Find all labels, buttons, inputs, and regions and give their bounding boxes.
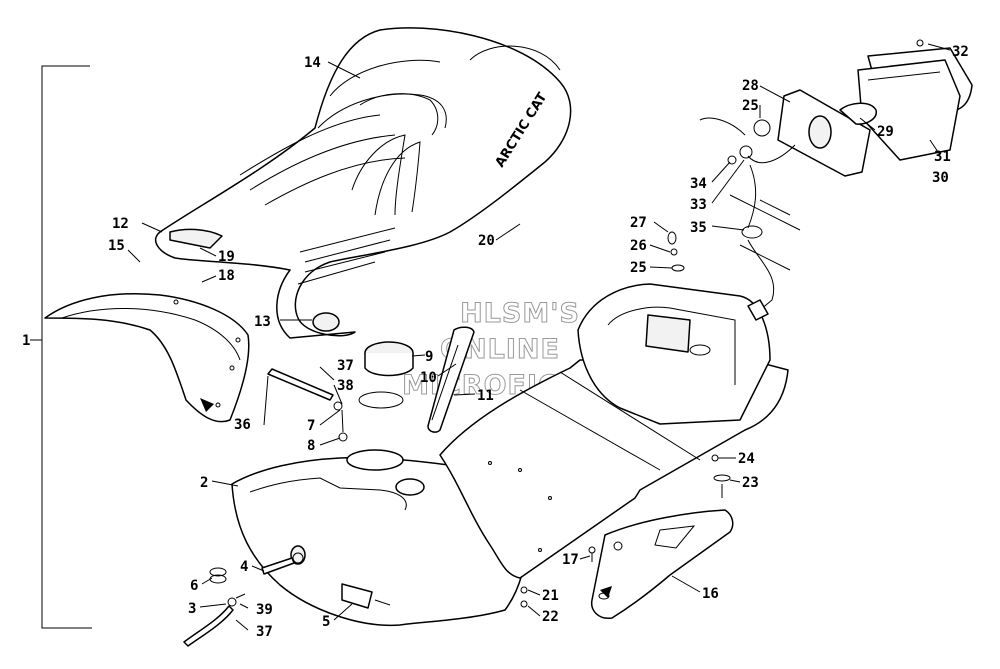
callout-25-lower: 25 (630, 260, 647, 276)
taillight-assembly (699, 39, 973, 321)
callout-37-upper: 37 (337, 358, 354, 374)
callout-11: 11 (477, 388, 494, 404)
arrow-marker (200, 398, 214, 412)
callout-9: 9 (425, 349, 433, 365)
fuel-tank (231, 449, 527, 627)
callout-35: 35 (690, 220, 707, 236)
rear-trim-part (44, 292, 250, 423)
filler-neck (346, 449, 404, 471)
callout-17: 17 (562, 552, 579, 568)
callout-12: 12 (112, 216, 129, 232)
callout-31: 31 (934, 149, 951, 165)
callout-29: 29 (877, 124, 894, 140)
leader-lines (127, 43, 951, 631)
fuel-line (183, 552, 304, 647)
callout-22: 22 (542, 609, 559, 625)
callout-14: 14 (304, 55, 321, 71)
seat-emblem (312, 312, 340, 332)
callout-labels: 1 2 3 4 5 6 7 8 9 10 11 12 13 14 15 16 1… (22, 44, 969, 640)
callout-1: 1 (22, 333, 30, 349)
callout-30: 30 (932, 170, 949, 186)
callout-5: 5 (322, 614, 330, 630)
callout-13: 13 (254, 314, 271, 330)
callout-16: 16 (702, 586, 719, 602)
callout-33: 33 (690, 197, 707, 213)
rear-bumper-panel (590, 509, 734, 619)
callout-18: 18 (218, 268, 235, 284)
callout-20: 20 (478, 233, 495, 249)
watermark-line-1: HLSM'S (460, 298, 580, 329)
seat: ARCTIC CAT (154, 27, 572, 339)
callout-6: 6 (190, 578, 198, 594)
callout-10: 10 (420, 370, 437, 386)
callout-2: 2 (200, 475, 208, 491)
callout-27: 27 (630, 215, 647, 231)
callout-8: 8 (307, 438, 315, 454)
callout-37-lower: 37 (256, 624, 273, 640)
callout-26: 26 (630, 238, 647, 254)
callout-36: 36 (234, 417, 251, 433)
callout-7: 7 (307, 418, 315, 434)
fuel-cap-assembly (358, 341, 414, 409)
callout-24: 24 (738, 451, 755, 467)
callout-3: 3 (188, 601, 196, 617)
callout-34: 34 (690, 176, 707, 192)
callout-39: 39 (256, 602, 273, 618)
rear-deck (439, 283, 789, 579)
assembly-bracket (30, 65, 92, 629)
callout-21: 21 (542, 588, 559, 604)
callout-38: 38 (337, 378, 354, 394)
callout-23: 23 (742, 475, 759, 491)
callout-28: 28 (742, 78, 759, 94)
callout-19: 19 (218, 249, 235, 265)
fuel-gauge-sender (427, 326, 475, 433)
vent-hose (267, 368, 348, 442)
callout-25-upper: 25 (742, 98, 759, 114)
callout-15: 15 (108, 238, 125, 254)
callout-4: 4 (240, 559, 248, 575)
callout-32: 32 (952, 44, 969, 60)
